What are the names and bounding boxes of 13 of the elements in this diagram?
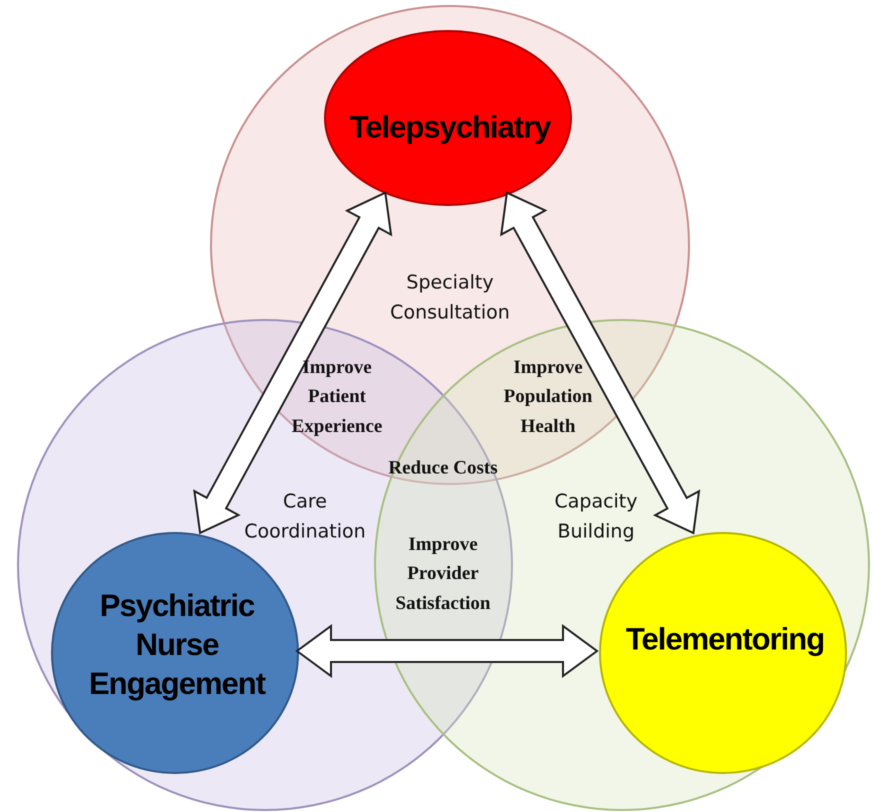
- circle-label: Specialty Consultation: [389, 270, 511, 326]
- circle-title: Telementoring: [624, 620, 826, 659]
- double-arrow: [295, 624, 599, 678]
- circle-label: Care Coordination: [243, 490, 367, 545]
- overlap-label: Reduce Costs: [387, 456, 499, 480]
- overlap-label: Improve Patient Experience: [290, 356, 384, 439]
- circle-label: Capacity Building: [553, 490, 639, 545]
- overlap-label: Improve Population Health: [502, 356, 594, 439]
- double-arrow: [193, 191, 392, 534]
- circle-title: Telepsychiatry: [348, 108, 552, 147]
- circle-title: Psychiatric Nurse Engagement: [88, 586, 267, 703]
- overlap-label: Improve Provider Satisfaction: [394, 532, 492, 616]
- double-arrow: [500, 191, 700, 534]
